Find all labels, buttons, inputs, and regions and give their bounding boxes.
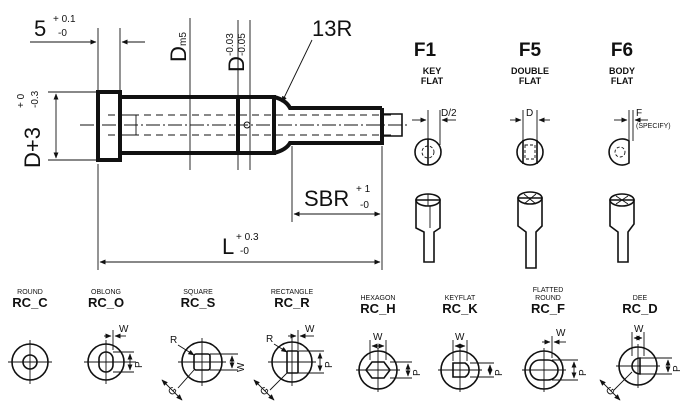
shape-rc-s-w: W — [236, 362, 247, 372]
shape-rc-o-w: W — [119, 324, 129, 335]
flat-f6-line1: BODY — [609, 66, 635, 76]
dim-neck-dia: D -0.03 -0.05 — [224, 20, 251, 170]
shape-rc-o-p: P — [134, 361, 145, 368]
shape-rc-d-desc: DEE — [633, 295, 648, 302]
dim-sbr-tol-plus: + 1 — [356, 184, 371, 195]
shape-rc-h-p: P — [412, 369, 423, 376]
flat-f1-line1: KEY — [423, 66, 442, 76]
punch-head — [96, 90, 122, 162]
shape-rc-d: DEE RC_D W P G — [599, 295, 683, 401]
flat-f6-note: (SPECIFY) — [636, 123, 671, 130]
flat-f6-dim: F — [636, 108, 642, 119]
dim-head-dia-tol-minus: -0.3 — [30, 90, 41, 108]
flat-f5-line1: DOUBLE — [511, 66, 549, 76]
dim-shank-sub: m5 — [178, 32, 189, 46]
shape-rc-k-desc: KEYFLAT — [445, 295, 476, 302]
dim-radius: 13R — [281, 16, 352, 103]
flat-f6-code: F6 — [611, 40, 633, 61]
shape-rc-o-desc: OBLONG — [91, 289, 121, 296]
shape-rc-s-code: RC_S — [181, 295, 216, 310]
shape-rc-r-r: R — [266, 334, 273, 345]
shape-rc-h-w: W — [373, 332, 383, 343]
f5-end-view — [516, 138, 544, 166]
dim-head-tol-minus: -0 — [58, 28, 67, 39]
dim-head-dia-base: D+3 — [20, 127, 45, 168]
dim-head-width: 5 + 0.1 -0 — [30, 14, 145, 90]
flat-f1-dim: D/2 — [441, 108, 457, 119]
flat-f5-dim: D — [526, 108, 533, 119]
flat-f6-line2: FLAT — [611, 76, 634, 86]
dim-neck-base: D — [224, 56, 249, 72]
dim-length: L + 0.3 -0 — [97, 164, 383, 270]
dim-neck-tol-a: -0.03 — [225, 33, 236, 56]
dim-sbr-base: SBR — [304, 186, 349, 211]
flat-option-f5: F5 DOUBLE FLAT D — [510, 40, 550, 269]
dim-shank-dia: D m5 — [166, 18, 191, 170]
shape-rc-d-code: RC_D — [622, 301, 657, 316]
flat-f1-line2: FLAT — [421, 76, 444, 86]
dim-shank-base: D — [166, 46, 191, 62]
f5-iso-view — [517, 197, 543, 269]
shape-rc-r-p: P — [324, 361, 335, 368]
dim-radius-label: 13R — [312, 16, 352, 41]
shape-rc-s: SQUARE RC_S R W G — [161, 289, 247, 401]
shape-rc-d-w: W — [634, 324, 644, 335]
dim-length-base: L — [222, 234, 234, 259]
shape-rc-f-code: RC_F — [531, 301, 565, 316]
flat-option-f6: F6 BODY FLAT F (SPECIFY) — [608, 40, 671, 263]
shape-rc-f-p: P — [578, 369, 589, 376]
punch-taper-top — [273, 95, 382, 110]
shape-rc-o-code: RC_O — [88, 295, 124, 310]
shape-rc-c-desc: ROUND — [17, 289, 43, 296]
shape-rc-k-p: P — [494, 369, 505, 376]
flat-f5-code: F5 — [519, 40, 542, 61]
dim-sbr-tol-minus: -0 — [360, 200, 369, 211]
punch-tip — [382, 113, 403, 137]
shape-rc-f-desc2: ROUND — [535, 295, 561, 302]
shape-rc-c-code: RC_C — [12, 295, 48, 310]
shape-rc-k: KEYFLAT RC_K W P — [438, 295, 505, 392]
dim-neck-tol-b: -0.05 — [237, 33, 248, 56]
shape-rc-f: FLATTED ROUND RC_F W P — [522, 287, 589, 392]
shape-rc-k-code: RC_K — [442, 301, 478, 316]
shape-rc-r-w: W — [305, 324, 315, 335]
shape-rc-c: ROUND RC_C — [8, 289, 52, 384]
f1-iso-view — [415, 199, 441, 263]
shape-rc-k-w: W — [455, 332, 465, 343]
dim-sbr: SBR + 1 -0 — [291, 146, 383, 222]
shape-rc-f-desc: FLATTED — [533, 287, 564, 294]
shape-rc-h-desc: HEXAGON — [360, 295, 395, 302]
dim-head-base: 5 — [34, 16, 46, 41]
shape-rc-s-desc: SQUARE — [183, 289, 213, 296]
shape-rc-h: HEXAGON RC_H W P — [356, 295, 423, 392]
shape-rc-r-desc: RECTANGLE — [271, 289, 314, 296]
flat-f5-line2: FLAT — [519, 76, 542, 86]
f6-iso-view — [609, 199, 635, 263]
dim-head-dia: D+3 + 0 -0.3 — [16, 90, 96, 168]
shape-rc-h-code: RC_H — [360, 301, 395, 316]
flat-option-f1: F1 KEY FLAT D/2 — [412, 40, 457, 263]
flat-f1-code: F1 — [414, 40, 437, 61]
dim-head-tol-plus: + 0.1 — [53, 14, 76, 25]
f6-end-view — [608, 138, 630, 166]
punch-taper-bottom — [273, 108, 384, 155]
shape-rc-r: RECTANGLE RC_R R W P G — [253, 289, 335, 401]
punch-drawing — [80, 90, 410, 162]
shape-rc-d-p: P — [672, 365, 683, 372]
dim-length-tol-minus: -0 — [240, 246, 249, 257]
shape-rc-r-code: RC_R — [274, 295, 310, 310]
dim-head-dia-tol-plus: + 0 — [16, 93, 27, 108]
shape-rc-s-r: R — [170, 335, 177, 346]
shape-rc-o: OBLONG RC_O W P — [84, 289, 145, 384]
shape-rc-f-w: W — [556, 328, 566, 339]
dim-length-tol-plus: + 0.3 — [236, 232, 259, 243]
